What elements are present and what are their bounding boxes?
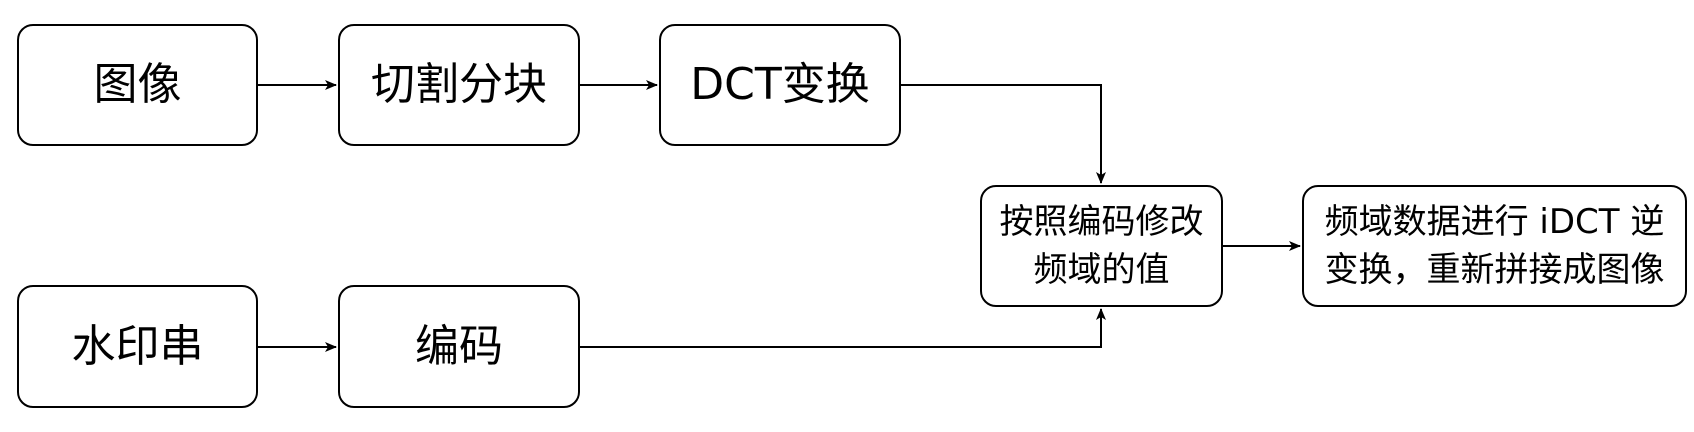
node-idct-line-1: 频域数据进行 iDCT 逆 bbox=[1324, 202, 1665, 242]
node-image: 图像 bbox=[17, 24, 258, 146]
node-image-label: 图像 bbox=[93, 59, 182, 110]
node-watermark-label: 水印串 bbox=[71, 320, 204, 372]
node-dct-transform: DCT变换 bbox=[659, 24, 901, 146]
edge-encode-to-modify bbox=[580, 308, 1106, 348]
node-modify-label: 按照编码修改 频域的值 bbox=[1000, 198, 1204, 294]
node-modify-frequency: 按照编码修改 频域的值 bbox=[980, 185, 1223, 307]
node-split-blocks: 切割分块 bbox=[338, 24, 580, 146]
node-modify-line-1: 按照编码修改 bbox=[999, 202, 1204, 242]
node-encode-label: 编码 bbox=[415, 320, 503, 372]
node-idct-label: 频域数据进行 iDCT 逆 变换，重新拼接成图像 bbox=[1325, 198, 1665, 294]
node-idct-line-2: 变换，重新拼接成图像 bbox=[1324, 250, 1665, 290]
node-encode: 编码 bbox=[338, 285, 580, 408]
node-dct-label: DCT变换 bbox=[690, 59, 870, 110]
node-split-label: 切割分块 bbox=[371, 59, 547, 110]
node-modify-line-2: 频域的值 bbox=[1033, 250, 1170, 290]
node-idct-reconstruct: 频域数据进行 iDCT 逆 变换，重新拼接成图像 bbox=[1302, 185, 1687, 307]
node-watermark-string: 水印串 bbox=[17, 285, 258, 408]
edge-dct-to-modify bbox=[901, 84, 1106, 184]
